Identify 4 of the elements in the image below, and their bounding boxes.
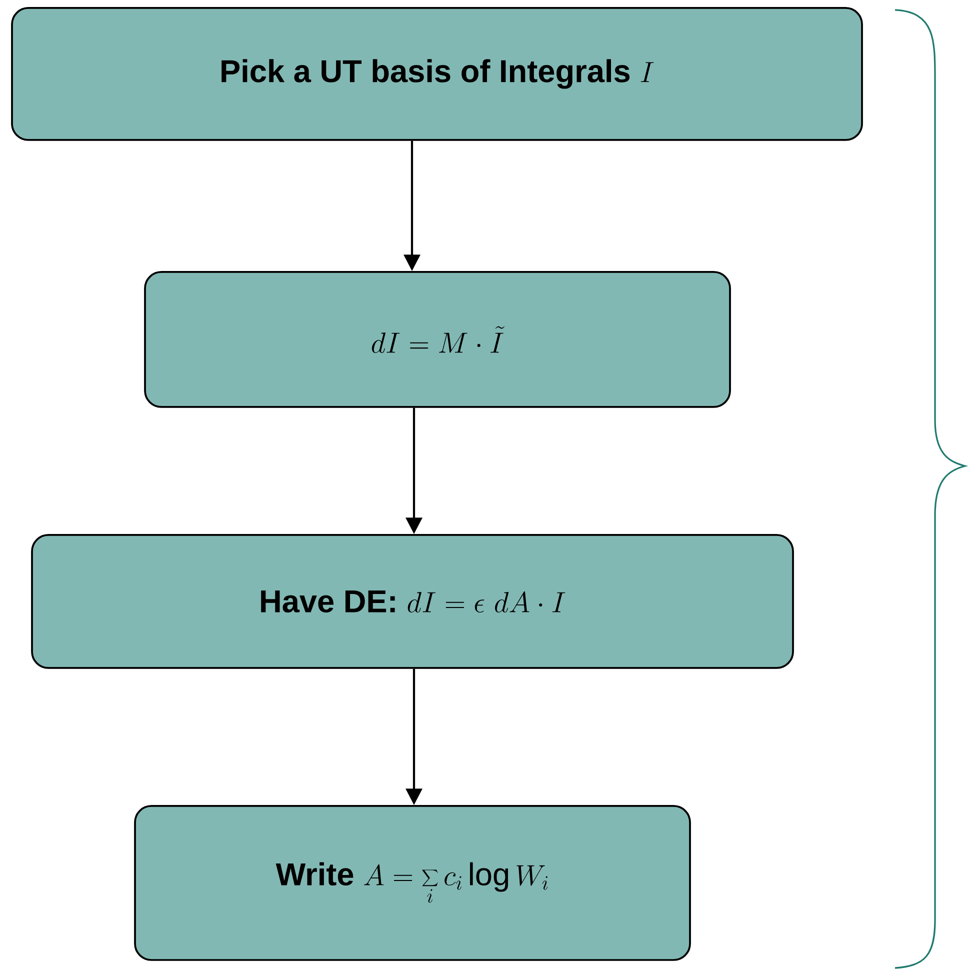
process-box: Write $A = \sum_i c_i \log W_i$ xyxy=(134,805,691,961)
process-box: $dI = M \cdot \tilde{I}$ xyxy=(144,271,731,408)
process-box: Have DE: $dI = \epsilon\ dA \cdot I$ xyxy=(31,534,794,669)
process-box: Pick a UT basis of Integrals $I$ xyxy=(11,7,863,141)
